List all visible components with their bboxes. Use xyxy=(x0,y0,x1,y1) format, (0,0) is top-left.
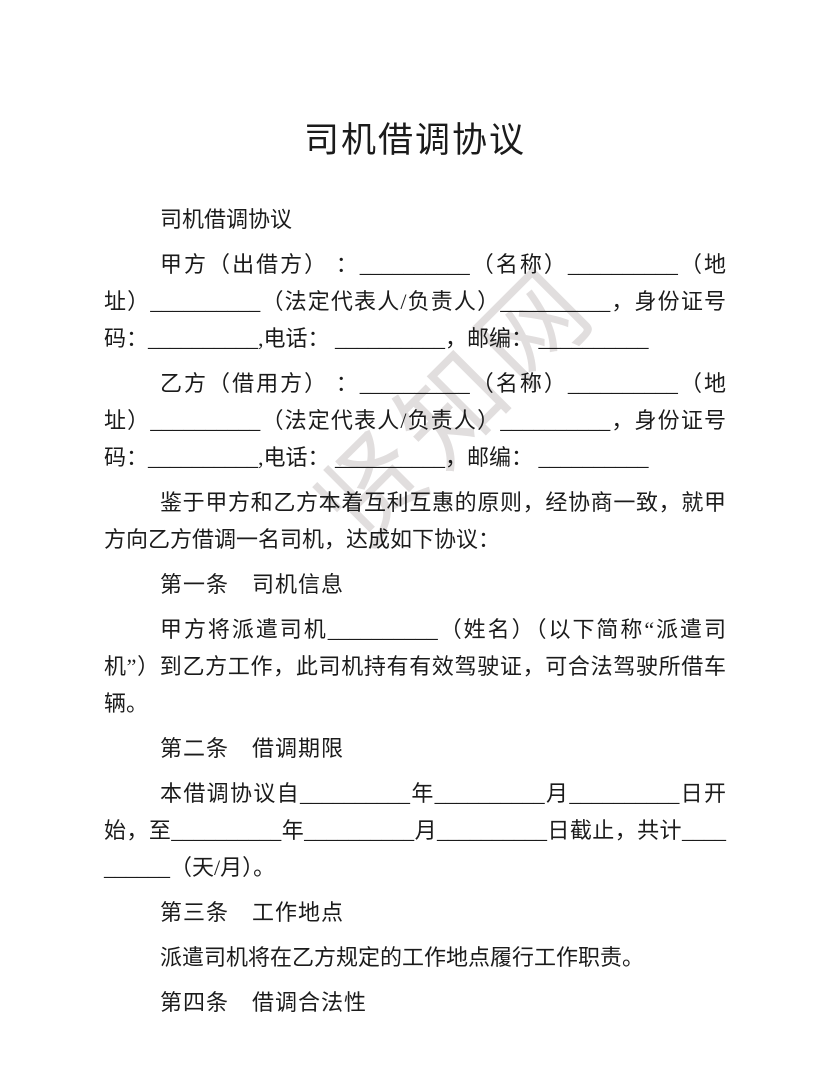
paragraph-article-3-body: 派遣司机将在乙方规定的工作地点履行工作职责。 xyxy=(160,944,645,970)
document-title: 司机借调协议 xyxy=(303,121,526,160)
heading-article-3: 第三条 工作地点 xyxy=(160,899,345,925)
heading-article-1: 第一条 司机信息 xyxy=(160,571,345,597)
document-body: 司机借调协议 甲方（出借方） ：__________（名称）__________… xyxy=(104,201,726,1021)
paragraph-article-1-body: 甲方将派遣司机__________（姓名）（以下简称“派遣司机”）到乙方工作，此… xyxy=(104,616,726,716)
heading-article-4: 第四条 借调合法性 xyxy=(160,989,368,1015)
paragraph-party-a: 甲方（出借方） ：__________（名称）__________（地址）___… xyxy=(104,251,726,351)
paragraph-party-b: 乙方（借用方） ：__________（名称）__________（地址）___… xyxy=(104,370,726,470)
paragraph-preamble: 鉴于甲方和乙方本着互利互惠的原则，经协商一致，就甲方向乙方借调一名司机，达成如下… xyxy=(104,489,726,552)
heading-article-2: 第二条 借调期限 xyxy=(160,735,345,761)
paragraph-article-2-body: 本借调协议自__________年__________月__________日开… xyxy=(104,780,726,880)
document-subtitle: 司机借调协议 xyxy=(160,206,293,232)
